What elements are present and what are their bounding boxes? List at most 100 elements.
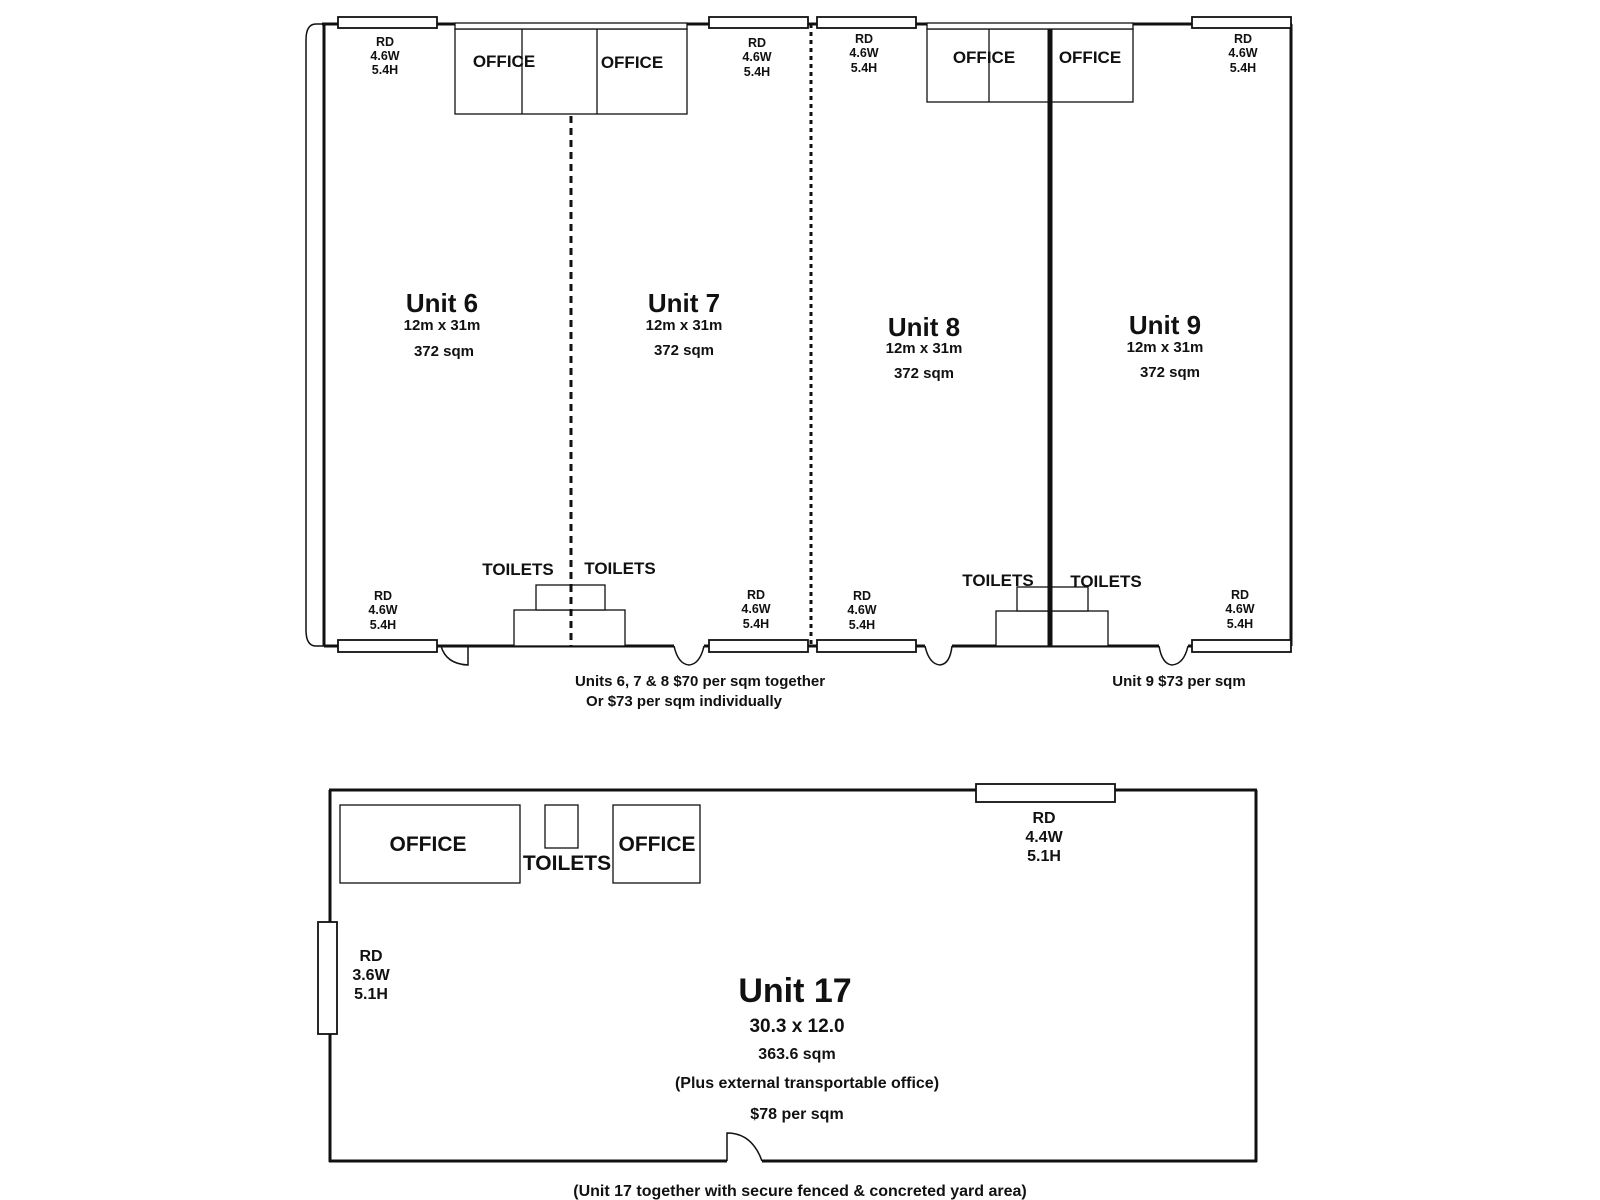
building-unit-17: OFFICE TOILETS OFFICE RD 4.4W 5.1H RD 3.… (317, 783, 1258, 1200)
u17-dimensions: 30.3 x 12.0 (749, 1016, 844, 1037)
rd-label-unit-9-front: RD 4.6W 5.4H (1228, 32, 1257, 75)
external-side-curve (305, 23, 324, 647)
svg-text:4.6W: 4.6W (1228, 46, 1257, 60)
svg-text:RD: RD (1231, 588, 1249, 602)
svg-text:RD: RD (747, 588, 765, 602)
u17-toilet-block (544, 804, 579, 849)
u17-roller-door-left (317, 921, 338, 1035)
u17-note: (Plus external transportable office) (675, 1075, 939, 1092)
pricing-units-6-7-8-line-1: Units 6, 7 & 8 $70 per sqm together (575, 673, 825, 690)
svg-text:Unit 6: Unit 6 (406, 288, 478, 318)
roller-door-unit-7-front (708, 16, 809, 29)
svg-text:4.6W: 4.6W (849, 46, 878, 60)
u17-office-label-1: OFFICE (390, 833, 467, 856)
svg-text:12m x 31m: 12m x 31m (646, 317, 723, 334)
roller-door-unit-6-front (337, 16, 438, 29)
svg-text:4.6W: 4.6W (847, 603, 876, 617)
svg-text:5.4H: 5.4H (372, 63, 398, 77)
office-label-unit-8: OFFICE (953, 48, 1015, 67)
roller-door-unit-9-rear (1191, 639, 1292, 653)
building-units-6-9: RD 4.6W 5.4H RD 4.6W 5.4H RD 4.6W 5.4H R… (305, 16, 1293, 710)
u17-area: 363.6 sqm (758, 1046, 835, 1063)
pricing-units-6-7-8-line-2: Or $73 per sqm individually (586, 693, 783, 710)
svg-text:12m x 31m: 12m x 31m (404, 317, 481, 334)
office-top-strip (926, 22, 1134, 30)
svg-text:4.4W: 4.4W (1025, 829, 1063, 846)
roller-door-unit-8-front (816, 16, 917, 29)
svg-text:12m x 31m: 12m x 31m (1127, 339, 1204, 356)
svg-text:Unit 8: Unit 8 (888, 312, 960, 342)
pricing-unit-9: Unit 9 $73 per sqm (1112, 673, 1245, 690)
unit-6-info: Unit 6 12m x 31m 372 sqm (404, 288, 481, 360)
roller-door-unit-8-rear (816, 639, 917, 653)
svg-text:5.1H: 5.1H (1027, 848, 1061, 865)
office-label-unit-9: OFFICE (1059, 48, 1121, 67)
svg-text:4.6W: 4.6W (370, 49, 399, 63)
svg-text:372 sqm: 372 sqm (894, 365, 954, 382)
office-unit-8 (926, 28, 1134, 103)
unit-8-info: Unit 8 12m x 31m 372 sqm (886, 312, 963, 382)
door-swing-1 (440, 645, 469, 666)
svg-text:5.4H: 5.4H (851, 61, 877, 75)
toilets-label-unit-7: TOILETS (584, 559, 655, 578)
toilets-label-unit-9: TOILETS (1070, 572, 1141, 591)
u17-office-label-2: OFFICE (619, 833, 696, 856)
u17-office-2 (612, 804, 701, 884)
svg-text:Unit 7: Unit 7 (648, 288, 720, 318)
door-swing-4 (1158, 645, 1189, 666)
office-top-strip (454, 22, 688, 30)
svg-text:372 sqm: 372 sqm (654, 342, 714, 359)
u17-rd-label-left: RD 3.6W 5.1H (352, 948, 390, 1003)
office-label-unit-7: OFFICE (601, 53, 663, 72)
roller-door-unit-6-rear (337, 639, 438, 653)
svg-text:3.6W: 3.6W (352, 967, 390, 984)
svg-text:5.4H: 5.4H (849, 618, 875, 632)
rd-label-unit-8-front: RD 4.6W 5.4H (849, 32, 878, 75)
door-swing-2 (673, 645, 705, 666)
u17-office-1 (339, 804, 521, 884)
svg-text:4.6W: 4.6W (1225, 602, 1254, 616)
rd-label-unit-6-front: RD 4.6W 5.4H (370, 35, 399, 77)
svg-text:RD: RD (853, 589, 871, 603)
svg-text:RD: RD (748, 36, 766, 50)
svg-text:RD: RD (376, 35, 394, 49)
svg-text:5.4H: 5.4H (743, 617, 769, 631)
rd-label-unit-7-front: RD 4.6W 5.4H (742, 36, 771, 79)
svg-text:372 sqm: 372 sqm (414, 343, 474, 360)
svg-text:372 sqm: 372 sqm (1140, 364, 1200, 381)
u17-price: $78 per sqm (750, 1106, 843, 1123)
unit-9-info: Unit 9 12m x 31m 372 sqm (1127, 310, 1204, 381)
roller-door-unit-7-rear (708, 639, 809, 653)
svg-text:RD: RD (1032, 810, 1055, 827)
u17-roller-door-top (975, 783, 1116, 803)
unit-7-info: Unit 7 12m x 31m 372 sqm (646, 288, 723, 359)
svg-text:12m x 31m: 12m x 31m (886, 340, 963, 357)
u17-footer-note: (Unit 17 together with secure fenced & c… (573, 1183, 1026, 1200)
u17-title: Unit 17 (738, 972, 851, 1010)
svg-text:5.4H: 5.4H (370, 618, 396, 632)
door-swing-3 (924, 645, 953, 666)
office-unit-6 (454, 28, 688, 115)
svg-text:RD: RD (359, 948, 382, 965)
u17-rd-label-top: RD 4.4W 5.1H (1025, 810, 1063, 865)
svg-text:5.4H: 5.4H (1227, 617, 1253, 631)
toilets-label-unit-6: TOILETS (482, 560, 553, 579)
svg-text:4.6W: 4.6W (368, 603, 397, 617)
svg-text:RD: RD (855, 32, 873, 46)
rd-label-unit-6-rear: RD 4.6W 5.4H (368, 589, 397, 632)
svg-text:5.1H: 5.1H (354, 986, 388, 1003)
roller-door-unit-9-front (1191, 16, 1292, 29)
svg-text:4.6W: 4.6W (741, 602, 770, 616)
rd-label-unit-8-rear: RD 4.6W 5.4H (847, 589, 876, 632)
svg-text:4.6W: 4.6W (742, 50, 771, 64)
rd-label-unit-7-rear: RD 4.6W 5.4H (741, 588, 770, 631)
svg-text:Unit 9: Unit 9 (1129, 310, 1201, 340)
svg-text:5.4H: 5.4H (744, 65, 770, 79)
toilets-label-unit-8: TOILETS (962, 571, 1033, 590)
u17-toilets-label: TOILETS (523, 852, 611, 875)
svg-text:RD: RD (1234, 32, 1252, 46)
svg-text:5.4H: 5.4H (1230, 61, 1256, 75)
office-label-unit-6: OFFICE (473, 52, 535, 71)
rd-label-unit-9-rear: RD 4.6W 5.4H (1225, 588, 1254, 631)
